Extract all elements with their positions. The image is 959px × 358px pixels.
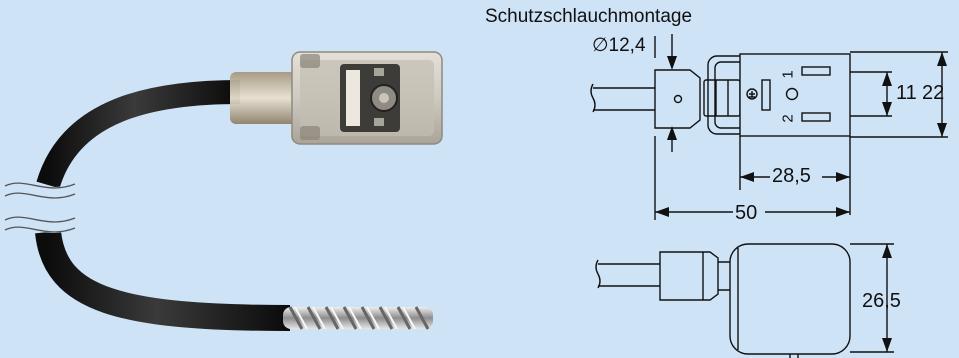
dim-22-label: 22 (922, 82, 945, 104)
drawing-housing-side (729, 243, 851, 355)
stripped-wires (283, 306, 433, 330)
pin-1-label: 1 (779, 70, 797, 79)
cable-upper (36, 80, 241, 189)
drawing-sleeve-top (654, 69, 701, 129)
dimension-arrows (655, 52, 947, 352)
cable-lower (35, 230, 291, 331)
dim-26-5-label: 26,5 (862, 290, 901, 312)
dim-28-5-label: 28,5 (770, 165, 813, 188)
connector-head (291, 51, 443, 145)
break-line-top (2, 182, 77, 197)
drawing-housing-top (739, 53, 851, 137)
drawing-title: Schutzschlauchmontage (485, 6, 693, 27)
drawing-cable-top (593, 87, 655, 111)
pin-2-label: 2 (779, 114, 797, 123)
drawing-sleeve-side (659, 251, 719, 301)
dim-11-label: 11 (896, 82, 917, 104)
drawing-cable-side (598, 263, 660, 287)
dim-50-label: 50 (733, 202, 760, 225)
break-line-bottom (2, 218, 77, 233)
diameter-label: ∅12,4 (592, 35, 646, 56)
connector-sleeve (230, 72, 300, 124)
